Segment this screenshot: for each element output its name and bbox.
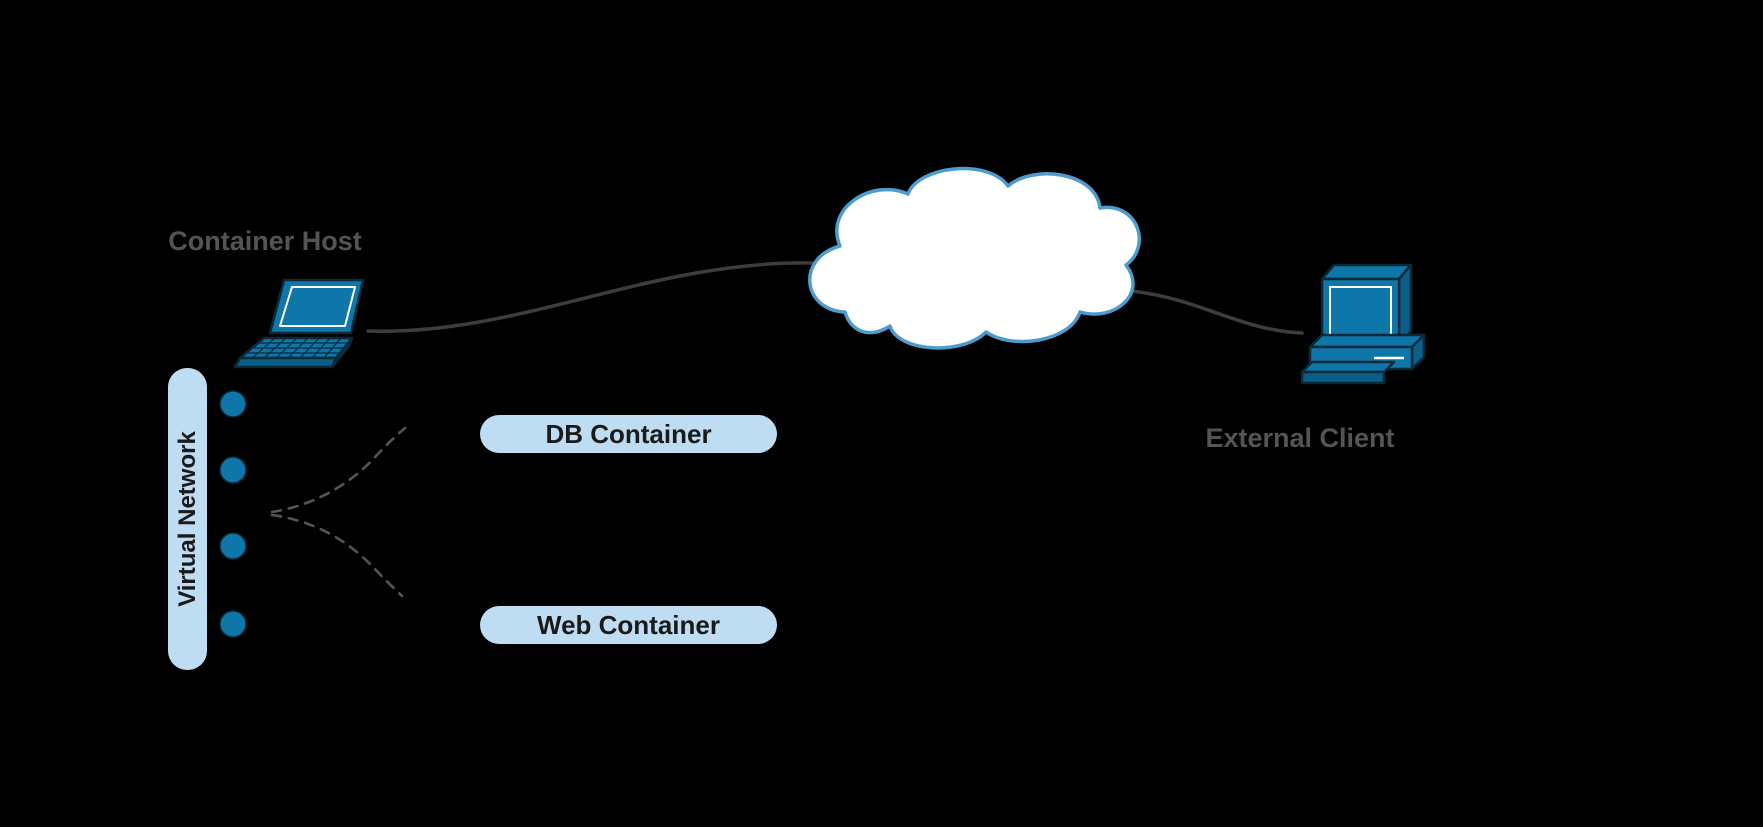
virtual-network-node: Virtual Network bbox=[168, 368, 207, 670]
monitor-top-face bbox=[1320, 263, 1413, 281]
web-container-label: Web Container bbox=[537, 609, 720, 640]
desktop-computer-icon bbox=[1300, 263, 1426, 385]
port-dot-icon bbox=[219, 390, 247, 418]
laptop-icon bbox=[233, 278, 365, 369]
port-dot-icon bbox=[219, 456, 247, 484]
virtual-network-label: Virtual Network bbox=[173, 431, 201, 607]
monitor-side-face bbox=[1397, 263, 1413, 347]
port-dot-icon bbox=[219, 532, 247, 560]
laptop-screen bbox=[279, 286, 356, 327]
dashed-connector-to-web bbox=[270, 513, 404, 598]
virtual-network-ports bbox=[219, 390, 247, 638]
connector-host-to-cloud bbox=[366, 261, 814, 333]
cpu-top-face bbox=[1308, 333, 1426, 349]
laptop-front-edge bbox=[233, 356, 338, 369]
keyboard-top-face bbox=[1300, 360, 1396, 374]
db-container-node: DB Container bbox=[480, 415, 777, 453]
keyboard-front bbox=[1300, 370, 1386, 385]
laptop-side-edge bbox=[330, 336, 354, 369]
cloud-icon bbox=[808, 166, 1142, 350]
monitor-screen bbox=[1329, 286, 1392, 338]
port-dot-icon bbox=[219, 610, 247, 638]
web-container-node: Web Container bbox=[480, 606, 777, 644]
db-container-label: DB Container bbox=[545, 418, 712, 449]
connector-cloud-to-client bbox=[1128, 289, 1304, 335]
external-client-label: External Client bbox=[1205, 423, 1395, 453]
container-host-label: Container Host bbox=[168, 226, 362, 256]
laptop-key-grid bbox=[248, 337, 348, 359]
dashed-connector-to-db bbox=[270, 426, 407, 514]
